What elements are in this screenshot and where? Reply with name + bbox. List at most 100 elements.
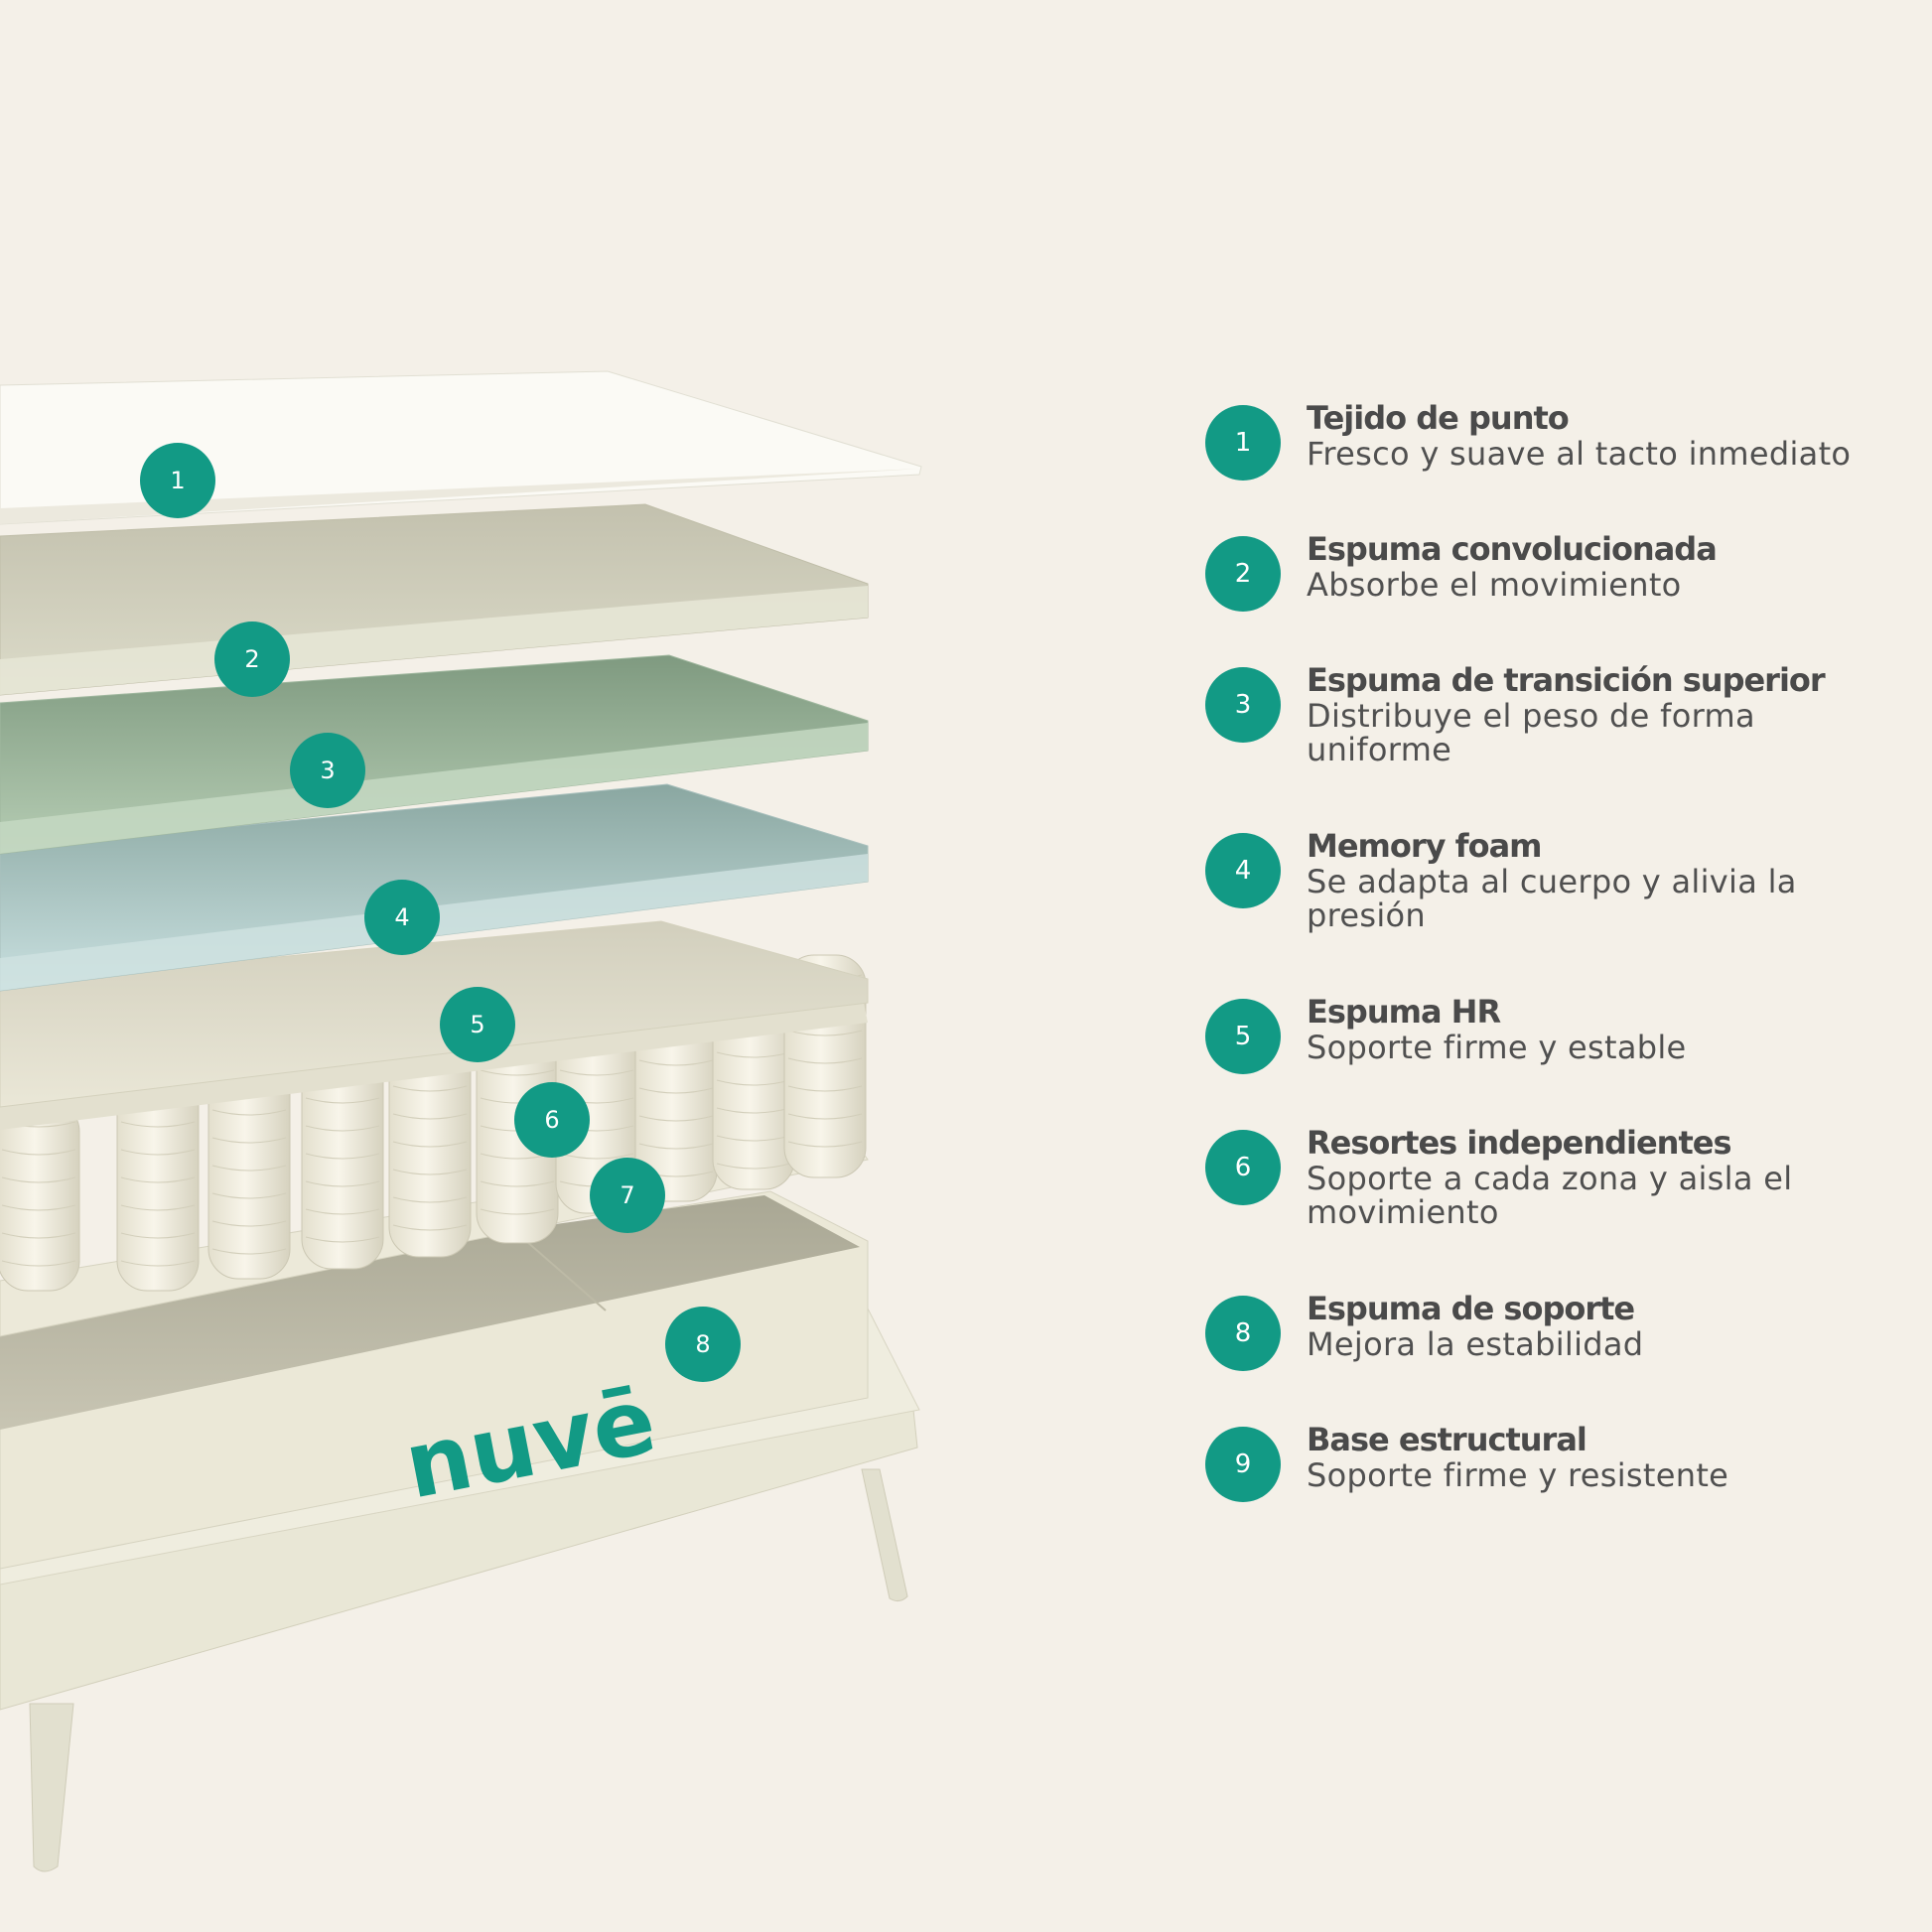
marker-circle bbox=[440, 987, 515, 1062]
marker-circle bbox=[665, 1307, 741, 1382]
spring-ring bbox=[120, 1121, 196, 1128]
spring-ring bbox=[120, 1204, 196, 1211]
spring-ring bbox=[638, 1059, 714, 1066]
marker-circle bbox=[140, 443, 215, 518]
legend-description: Soporte firme y estable bbox=[1307, 1029, 1687, 1066]
spring-ring bbox=[120, 1232, 196, 1239]
marker-number: 4 bbox=[394, 903, 409, 931]
spring-ring bbox=[305, 1180, 380, 1187]
support-foam-layer: nuvē bbox=[0, 1190, 869, 1570]
legend-title: Espuma HR bbox=[1307, 993, 1501, 1031]
mattress-layers-illustration: nuvē 1 2 3 4 5 6 7 8 bbox=[0, 370, 922, 1872]
spring-ring bbox=[305, 1097, 380, 1104]
legend-description: Distribuye el peso de forma uniforme bbox=[1307, 697, 1755, 768]
knit-fabric-layer bbox=[0, 370, 922, 525]
spring-ring bbox=[305, 1125, 380, 1132]
marker-number: 8 bbox=[695, 1330, 710, 1358]
legend-title: Resortes independientes bbox=[1307, 1124, 1732, 1162]
marker-number: 1 bbox=[170, 467, 185, 494]
legend-title: Base estructural bbox=[1307, 1421, 1587, 1458]
spring-ring bbox=[211, 1220, 287, 1227]
marker-circle bbox=[364, 880, 440, 955]
number-badge: 3 bbox=[1205, 667, 1281, 743]
transition-foam-layer bbox=[0, 654, 869, 855]
spring-ring bbox=[480, 1180, 555, 1187]
legend-title: Espuma de soporte bbox=[1307, 1290, 1635, 1327]
spring-ring bbox=[716, 1107, 791, 1114]
spring-ring bbox=[787, 1057, 863, 1064]
spring-ring bbox=[787, 1113, 863, 1120]
number-badge: 1 bbox=[1205, 405, 1281, 481]
spring-ring bbox=[787, 1030, 863, 1036]
spring-ring bbox=[480, 1208, 555, 1215]
spring-ring bbox=[211, 1137, 287, 1144]
legend-description: Se adapta al cuerpo y alivia la presión bbox=[1307, 863, 1797, 934]
marker-circle bbox=[590, 1158, 665, 1233]
spring-ring bbox=[211, 1248, 287, 1255]
number-badge: 4 bbox=[1205, 833, 1281, 908]
legend-description: Fresco y suave al tacto inmediato bbox=[1307, 435, 1852, 473]
spring-ring bbox=[1, 1260, 76, 1267]
layer-marker: 1 bbox=[140, 443, 215, 518]
spring-ring bbox=[305, 1236, 380, 1243]
spring-ring bbox=[392, 1141, 468, 1148]
marker-circle bbox=[514, 1082, 590, 1158]
spring-ring bbox=[120, 1149, 196, 1156]
layer-marker: 4 bbox=[364, 880, 440, 955]
spring-ring bbox=[787, 1085, 863, 1092]
spring-ring bbox=[1, 1232, 76, 1239]
hr-foam-layer bbox=[0, 920, 869, 1130]
number-badge: 6 bbox=[1205, 1130, 1281, 1205]
spring-ring bbox=[305, 1153, 380, 1160]
spring-ring bbox=[120, 1176, 196, 1183]
marker-number: 6 bbox=[544, 1106, 559, 1134]
number-badge: 5 bbox=[1205, 999, 1281, 1074]
spring-ring bbox=[392, 1085, 468, 1092]
legend-title: Tejido de punto bbox=[1307, 399, 1570, 437]
spring-ring bbox=[1, 1204, 76, 1211]
layer-marker: 5 bbox=[440, 987, 515, 1062]
legend-title: Espuma de transición superior bbox=[1307, 661, 1826, 699]
marker-number: 3 bbox=[320, 757, 335, 784]
spring-ring bbox=[211, 1165, 287, 1172]
layer-marker: 3 bbox=[290, 733, 365, 808]
layer-marker: 2 bbox=[214, 621, 290, 697]
spring-ring bbox=[392, 1169, 468, 1175]
spring-ring bbox=[716, 1135, 791, 1142]
marker-number: 5 bbox=[470, 1011, 484, 1038]
spring-ring bbox=[392, 1224, 468, 1231]
legend-title: Memory foam bbox=[1307, 827, 1543, 865]
number-badge: 8 bbox=[1205, 1296, 1281, 1371]
number-badge: 9 bbox=[1205, 1427, 1281, 1502]
spring-ring bbox=[305, 1208, 380, 1215]
number-badge: 2 bbox=[1205, 536, 1281, 612]
marker-number: 2 bbox=[244, 645, 259, 673]
spring-ring bbox=[716, 1079, 791, 1086]
spring-ring bbox=[211, 1192, 287, 1199]
layer-marker: 6 bbox=[514, 1082, 590, 1158]
spring-ring bbox=[787, 1141, 863, 1148]
convoluted-foam-layer bbox=[0, 503, 869, 696]
spring-ring bbox=[1, 1149, 76, 1156]
marker-circle bbox=[290, 733, 365, 808]
spring-ring bbox=[392, 1196, 468, 1203]
spring-ring bbox=[638, 1143, 714, 1150]
spring-ring bbox=[638, 1115, 714, 1122]
legend-description: Soporte firme y resistente bbox=[1307, 1456, 1729, 1494]
legend-title: Espuma convolucionada bbox=[1307, 530, 1718, 568]
spring-ring bbox=[211, 1109, 287, 1116]
spring-ring bbox=[392, 1113, 468, 1120]
spring-ring bbox=[716, 1051, 791, 1058]
marker-number: 7 bbox=[620, 1181, 634, 1209]
marker-circle bbox=[214, 621, 290, 697]
spring-ring bbox=[1, 1176, 76, 1183]
layer-marker: 8 bbox=[665, 1307, 741, 1382]
layer-marker: 7 bbox=[590, 1158, 665, 1233]
spring-ring bbox=[559, 1069, 634, 1076]
legend-description: Soporte a cada zona y aisla el movimient… bbox=[1307, 1160, 1793, 1231]
legend-description: Mejora la estabilidad bbox=[1307, 1325, 1644, 1363]
base-legs bbox=[29, 1468, 908, 1872]
spring-ring bbox=[120, 1260, 196, 1267]
spring-ring bbox=[638, 1087, 714, 1094]
legend-description: Absorbe el movimiento bbox=[1307, 566, 1682, 604]
